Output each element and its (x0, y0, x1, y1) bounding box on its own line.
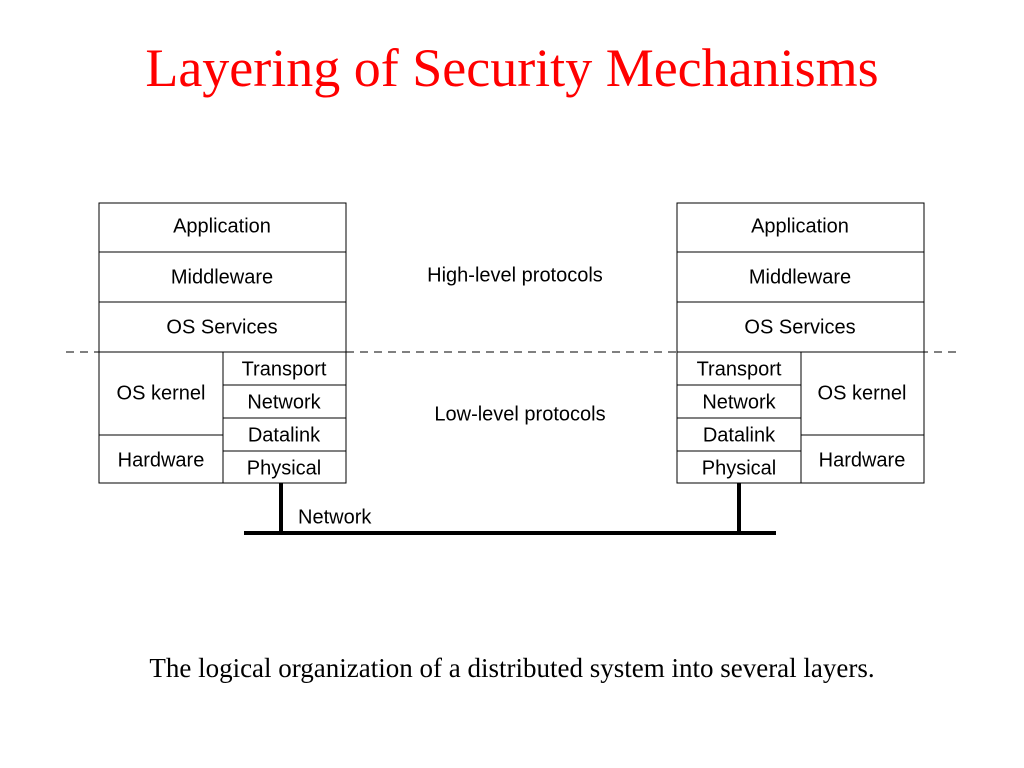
right-datalink-label: Datalink (703, 424, 776, 446)
right-physical-label: Physical (702, 457, 776, 479)
left-application-box (98, 202, 347, 253)
left-network-label: Network (247, 391, 321, 413)
right-network-box (676, 384, 802, 419)
left-network-box (222, 384, 347, 419)
right-middleware-label: Middleware (749, 266, 851, 288)
right-os-services-box (676, 301, 925, 353)
right-middleware-box (676, 251, 925, 303)
right-transport-label: Transport (697, 358, 782, 380)
left-stack: Application Middleware OS Services OS ke… (98, 202, 347, 484)
left-os-kernel-label: OS kernel (117, 382, 206, 404)
right-os-kernel-box (800, 351, 925, 436)
right-application-box (676, 202, 925, 253)
left-os-services-box (98, 301, 347, 353)
left-physical-box (222, 450, 347, 484)
left-os-kernel-box (98, 351, 224, 436)
left-hardware-label: Hardware (118, 449, 205, 471)
right-hardware-label: Hardware (819, 449, 906, 471)
network-bus-label: Network (298, 506, 372, 528)
right-datalink-box (676, 417, 802, 452)
left-transport-label: Transport (242, 358, 327, 380)
right-physical-box (676, 450, 802, 484)
left-os-services-label: OS Services (166, 316, 277, 338)
right-stack: Application Middleware OS Services Trans… (676, 202, 925, 484)
left-middleware-label: Middleware (171, 266, 273, 288)
left-hardware-box (98, 434, 224, 484)
right-transport-box (676, 351, 802, 386)
right-os-kernel-label: OS kernel (818, 382, 907, 404)
slide-caption: The logical organization of a distribute… (149, 653, 875, 683)
left-datalink-label: Datalink (248, 424, 321, 446)
slide-title: Layering of Security Mechanisms (145, 38, 879, 98)
left-datalink-box (222, 417, 347, 452)
right-application-label: Application (751, 215, 849, 237)
right-hardware-box (800, 434, 925, 484)
right-os-services-label: OS Services (744, 316, 855, 338)
left-application-label: Application (173, 215, 271, 237)
left-physical-label: Physical (247, 457, 321, 479)
low-level-protocols-label: Low-level protocols (434, 403, 605, 425)
left-transport-box (222, 351, 347, 386)
high-level-protocols-label: High-level protocols (427, 264, 603, 286)
right-network-label: Network (702, 391, 776, 413)
